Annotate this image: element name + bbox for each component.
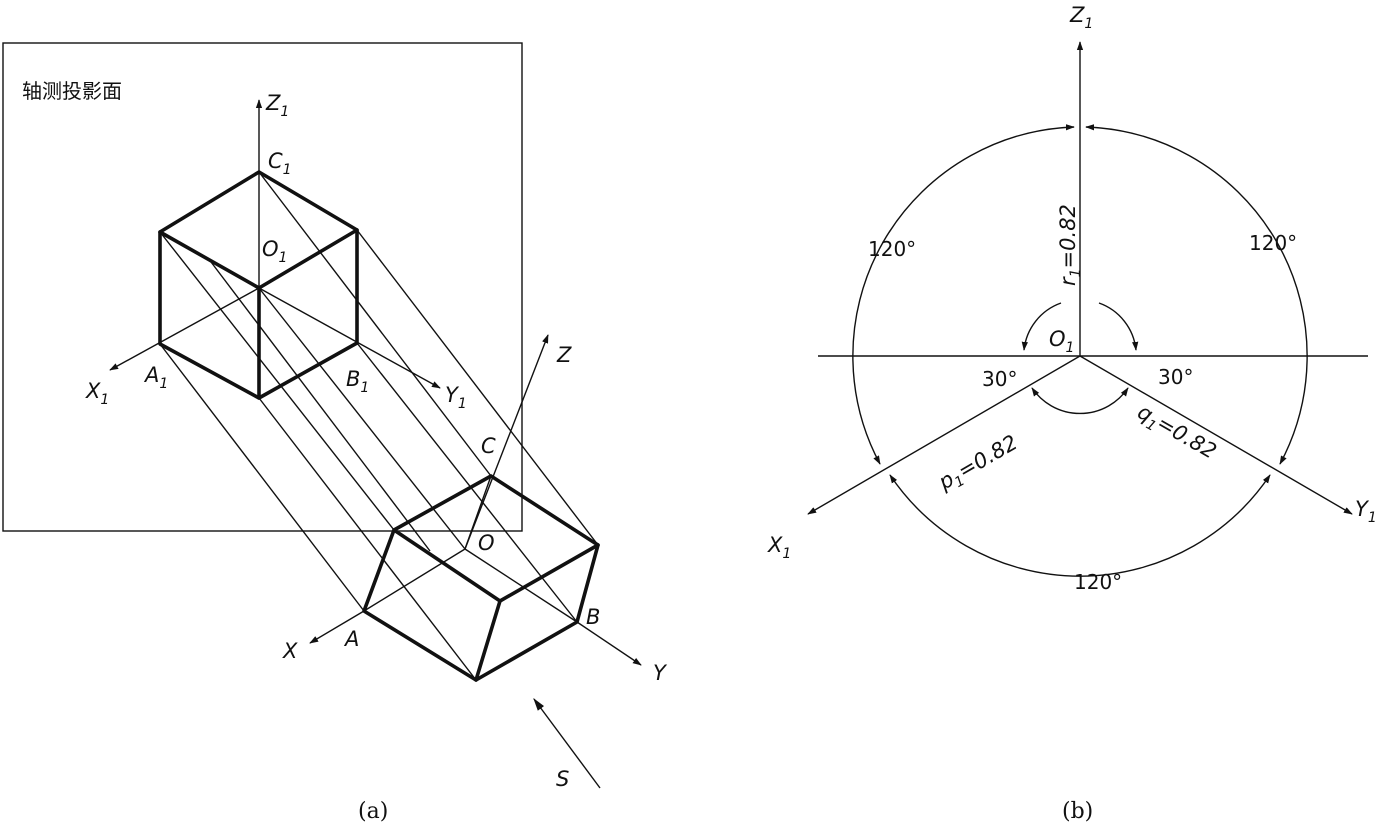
large-angle-arcs [852,124,1308,577]
label-b-y1: Y1 [1355,497,1377,526]
coefficient-p1: p1=0.82 [934,430,1024,498]
label-b-o1: O1 [1049,327,1074,356]
angle-label-bottom: 120° [1074,570,1122,594]
projection-plane-label: 轴测投影面 [22,79,122,103]
projected-cube [158,170,359,400]
label-x1: X1 [85,379,109,408]
label-c: C [481,434,496,458]
object-axes [309,334,642,666]
small-angle-arcs [1021,302,1139,415]
label-y1: Y1 [445,383,467,412]
angle-label-30-left: 30° [982,367,1017,391]
caption-b: (b) [1062,799,1093,824]
projection-direction-arrow [533,697,601,789]
label-b: B [586,605,600,629]
label-c1: C1 [268,149,292,178]
label-b-x1: X1 [767,533,791,562]
label-b1: B1 [346,367,369,396]
label-x: X [282,639,298,663]
angle-label-upper-left: 120° [868,237,916,261]
coefficient-r1: r1=0.82 [1056,204,1084,286]
angle-label-upper-right: 120° [1249,231,1297,255]
projection-rays [159,171,599,681]
label-o1: O1 [262,237,287,266]
label-o: O [478,531,495,555]
label-z: Z [556,343,572,367]
label-b-z1: Z1 [1069,3,1093,32]
label-a1: A1 [143,363,168,392]
figure-a: 轴测投影面 [2,42,668,824]
angle-label-30-right: 30° [1158,365,1193,389]
caption-a: (a) [358,799,388,824]
label-z1: Z1 [265,91,289,120]
projection-plane [2,42,523,532]
label-y: Y [653,661,668,685]
label-s: S [556,767,569,791]
projected-axes [109,99,441,389]
label-a: A [343,627,359,651]
figure-b: Z1 X1 Y1 O1 120° 120° 120° 30° 30° r1=0.… [767,3,1377,824]
coefficient-q1: q1=0.82 [1132,400,1221,468]
axis-y1 [1079,355,1353,515]
